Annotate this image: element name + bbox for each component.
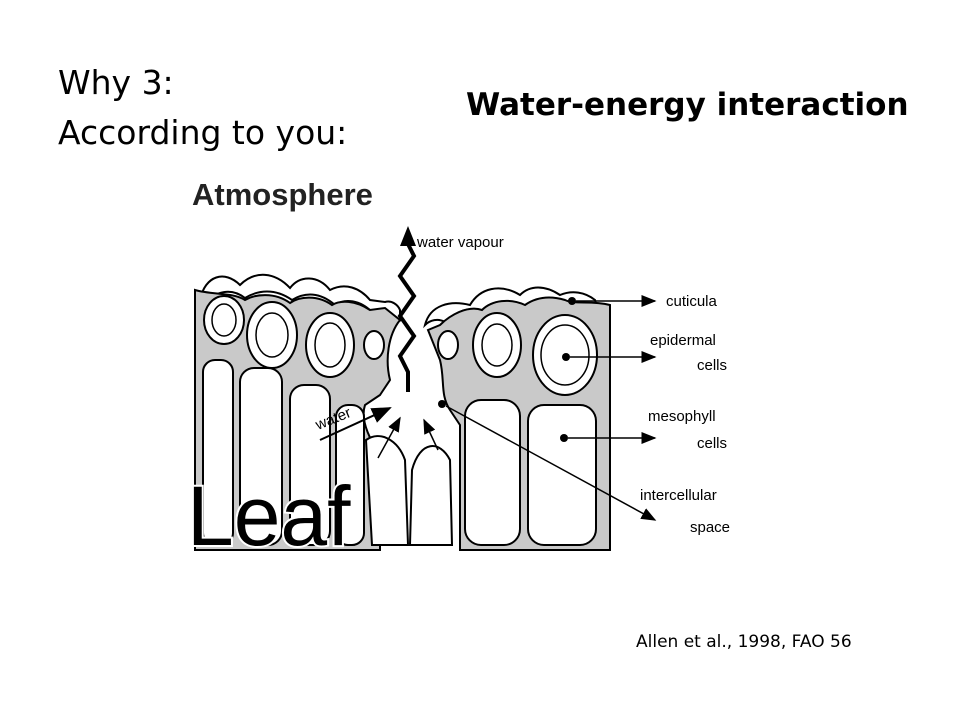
- label-mesophyll: mesophyll: [648, 408, 716, 425]
- water-arrow: [319, 407, 392, 441]
- label-epidermal: epidermal: [650, 332, 716, 349]
- cell-nucleus: [211, 303, 237, 337]
- intercellular-cell: [408, 445, 454, 546]
- label-epidermal-cells: cells: [697, 357, 727, 374]
- label-cuticula: cuticula: [666, 293, 718, 310]
- atmosphere-label: Atmosphere: [192, 177, 373, 212]
- label-intercellular: intercellular: [640, 487, 717, 504]
- intercellular-cell: [364, 435, 410, 546]
- slide-title: Water-energy interaction: [466, 87, 909, 123]
- intercellular-pointer: [445, 405, 657, 521]
- mesophyll-cell: [202, 359, 234, 546]
- guard-cell: [363, 330, 385, 360]
- intercellular-pointer-dot: [438, 400, 446, 408]
- cuticula-pointer-dot: [568, 297, 576, 305]
- leaf-label: Leaf: [187, 469, 351, 563]
- mesophyll-cell: [239, 367, 283, 546]
- heading-line-1: Why 3:: [58, 63, 174, 102]
- small-arrow: [377, 416, 401, 459]
- heading: Why 3: According to you:: [58, 58, 347, 158]
- mesophyll-cell: [289, 384, 331, 546]
- cell-nucleus: [314, 322, 346, 368]
- cell-nucleus: [255, 312, 289, 358]
- mesophyll-cell: [527, 404, 597, 546]
- label-mesophyll-cells: cells: [697, 435, 727, 452]
- mesophyll-cell: [464, 399, 521, 546]
- cuticula-layer: [198, 273, 401, 322]
- arrow-head: [400, 226, 416, 246]
- mesophyll-pointer-dot: [560, 434, 568, 442]
- cell-nucleus: [481, 323, 513, 367]
- mesophyll-cell: [335, 404, 365, 546]
- small-arrow: [423, 418, 439, 451]
- citation: Allen et al., 1998, FAO 56: [636, 632, 852, 652]
- guard-cell: [437, 330, 459, 360]
- water-vapour-arrow: [397, 243, 417, 392]
- epidermal-pointer-dot: [562, 353, 570, 361]
- water-vapour-label: water vapour: [416, 234, 504, 251]
- label-intercellular-space: space: [690, 519, 730, 536]
- heading-line-2: According to you:: [58, 113, 348, 152]
